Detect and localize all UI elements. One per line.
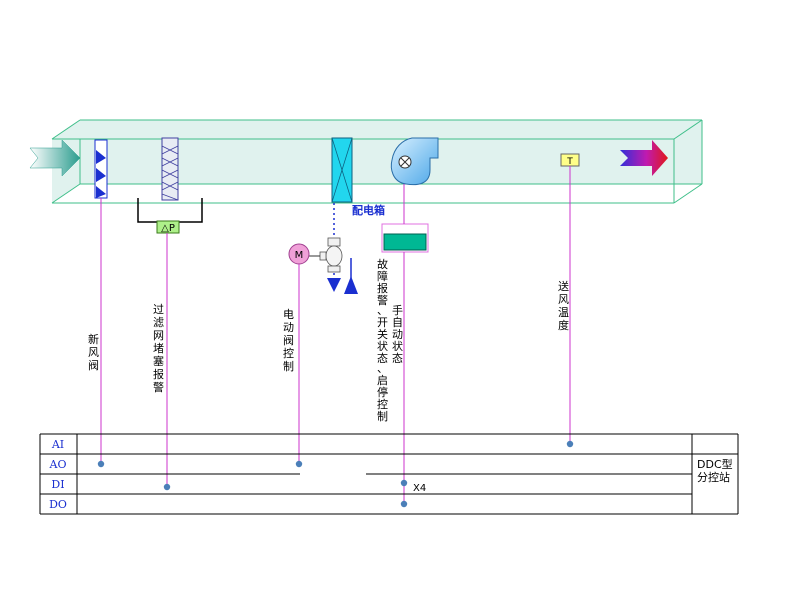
ddc-label-line2: 分控站	[697, 470, 730, 484]
valve-icon	[309, 237, 343, 273]
filter-icon	[161, 137, 179, 201]
outlet-arrow-icon	[620, 140, 668, 176]
svg-text:故: 故	[377, 257, 388, 271]
signal-lines	[100, 166, 571, 504]
svg-text:网: 网	[153, 329, 164, 342]
svg-text:过: 过	[153, 303, 164, 316]
row-label-do: DO	[49, 498, 67, 511]
air-duct	[51, 119, 703, 204]
svg-text:阀: 阀	[88, 358, 99, 372]
svg-text:状: 状	[377, 339, 388, 353]
label-fan-status-col2: 手 自 动 状 态	[392, 303, 403, 365]
cabinet-label: 配电箱	[352, 203, 385, 217]
fan-icon	[390, 137, 439, 186]
svg-text:报: 报	[153, 367, 164, 381]
svg-text:自: 自	[392, 316, 403, 329]
motor-label: M	[295, 250, 304, 261]
svg-text:滤: 滤	[153, 316, 164, 329]
fan-control-panel	[383, 233, 427, 251]
svg-text:风: 风	[88, 346, 99, 359]
row-label-ao: AO	[49, 458, 67, 471]
svg-text:关: 关	[377, 327, 388, 341]
svg-text:风: 风	[558, 293, 569, 306]
label-supply-temp: 送 风 温 度	[558, 279, 569, 332]
dp-bracket	[137, 198, 203, 223]
fresh-air-damper-icon	[94, 139, 108, 199]
svg-text:送: 送	[558, 279, 569, 293]
inlet-arrow-icon	[29, 139, 81, 177]
svg-text:态: 态	[377, 352, 388, 365]
svg-text:警: 警	[377, 293, 388, 307]
svg-text:动: 动	[283, 321, 294, 334]
svg-text:温: 温	[558, 306, 569, 319]
pipe-down-arrow-icon	[327, 278, 341, 292]
fan-control-panel-outline	[381, 223, 429, 253]
svg-text:塞: 塞	[153, 354, 164, 368]
row-label-di: DI	[51, 478, 64, 491]
row-label-ai: AI	[51, 438, 64, 451]
signal-dots	[97, 440, 574, 508]
pipe-up-arrow-icon	[344, 276, 358, 294]
svg-text:障: 障	[377, 269, 388, 283]
svg-text:制: 制	[377, 410, 388, 423]
table-gap	[300, 473, 366, 475]
svg-text:、: 、	[377, 362, 388, 375]
svg-text:控: 控	[377, 397, 388, 411]
svg-text:动: 动	[392, 328, 403, 341]
label-valve-control: 电 动 阀 控 制	[283, 308, 294, 373]
label-filter-alarm: 过 滤 网 堵 塞 报 警	[153, 303, 164, 394]
svg-text:、: 、	[377, 304, 388, 317]
label-fan-status-col1: 故 障 报 警 、 开 关 状 态 、 启 停 控 制	[377, 257, 388, 423]
svg-text:堵: 堵	[153, 341, 164, 355]
temp-sensor-label: T	[566, 157, 573, 167]
svg-text:控: 控	[283, 346, 294, 360]
svg-text:报: 报	[377, 281, 388, 295]
io-table	[39, 433, 739, 515]
ddc-label-line1: DDC型	[697, 457, 733, 471]
label-fresh-air-valve: 新 风 阀	[88, 332, 99, 372]
svg-text:电: 电	[283, 308, 294, 321]
svg-text:停: 停	[377, 385, 388, 399]
svg-text:状: 状	[392, 339, 403, 353]
svg-text:新: 新	[88, 332, 99, 346]
svg-text:制: 制	[283, 360, 294, 373]
svg-text:阀: 阀	[283, 333, 294, 347]
x4-label: X4	[413, 483, 426, 494]
svg-text:开: 开	[377, 316, 388, 329]
svg-text:警: 警	[153, 380, 164, 394]
svg-text:启: 启	[377, 374, 388, 387]
svg-text:手: 手	[392, 303, 403, 317]
svg-text:度: 度	[558, 318, 569, 332]
dp-sensor-label: △P	[161, 223, 175, 234]
svg-text:态: 态	[392, 352, 403, 365]
dp-sensor-icon	[156, 220, 180, 234]
coil-icon	[331, 137, 353, 203]
